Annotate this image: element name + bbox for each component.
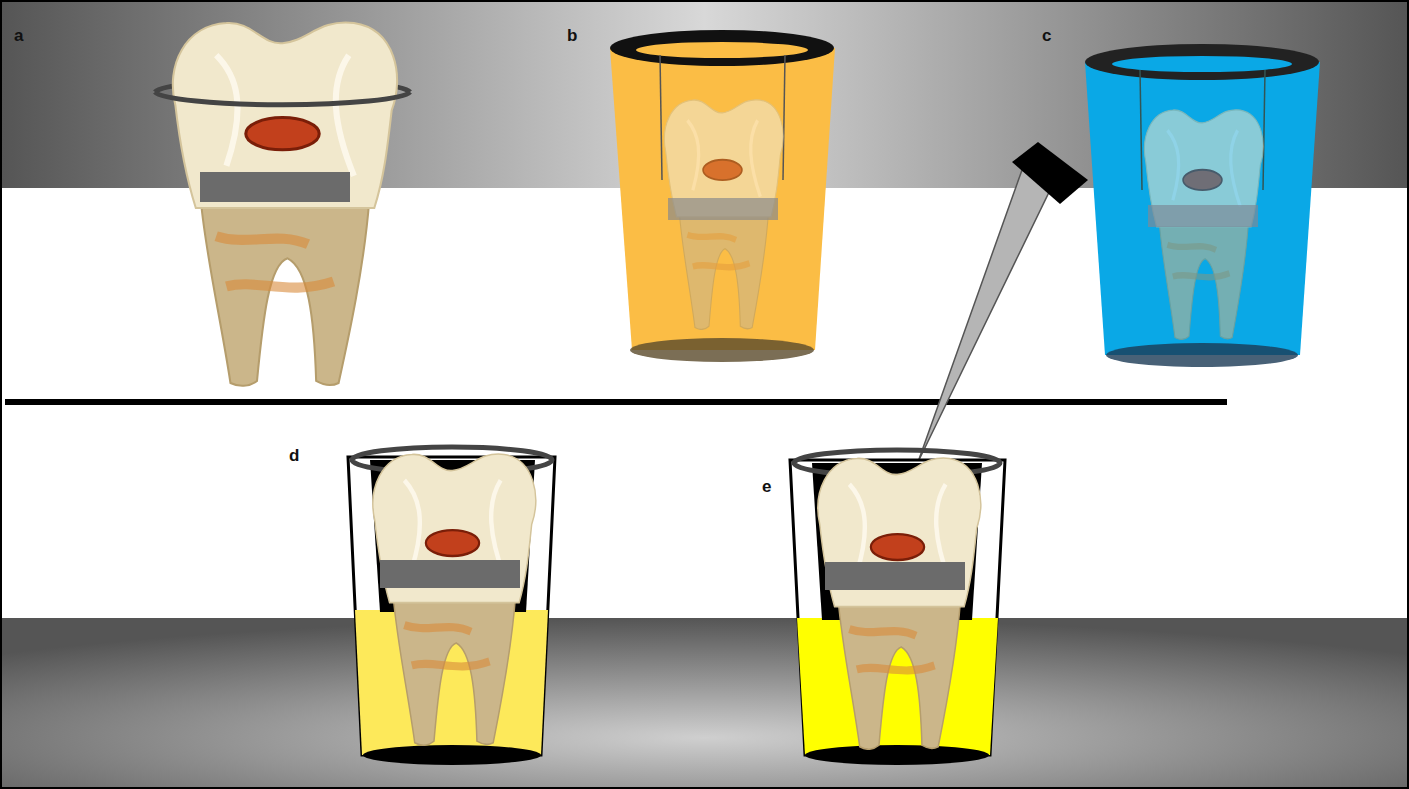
- panel-letter: e: [762, 478, 771, 495]
- panel-letter: b: [567, 27, 577, 44]
- panel-letter: d: [289, 447, 299, 464]
- panel-letter: c: [1042, 27, 1051, 44]
- panel-letter: a: [14, 27, 23, 44]
